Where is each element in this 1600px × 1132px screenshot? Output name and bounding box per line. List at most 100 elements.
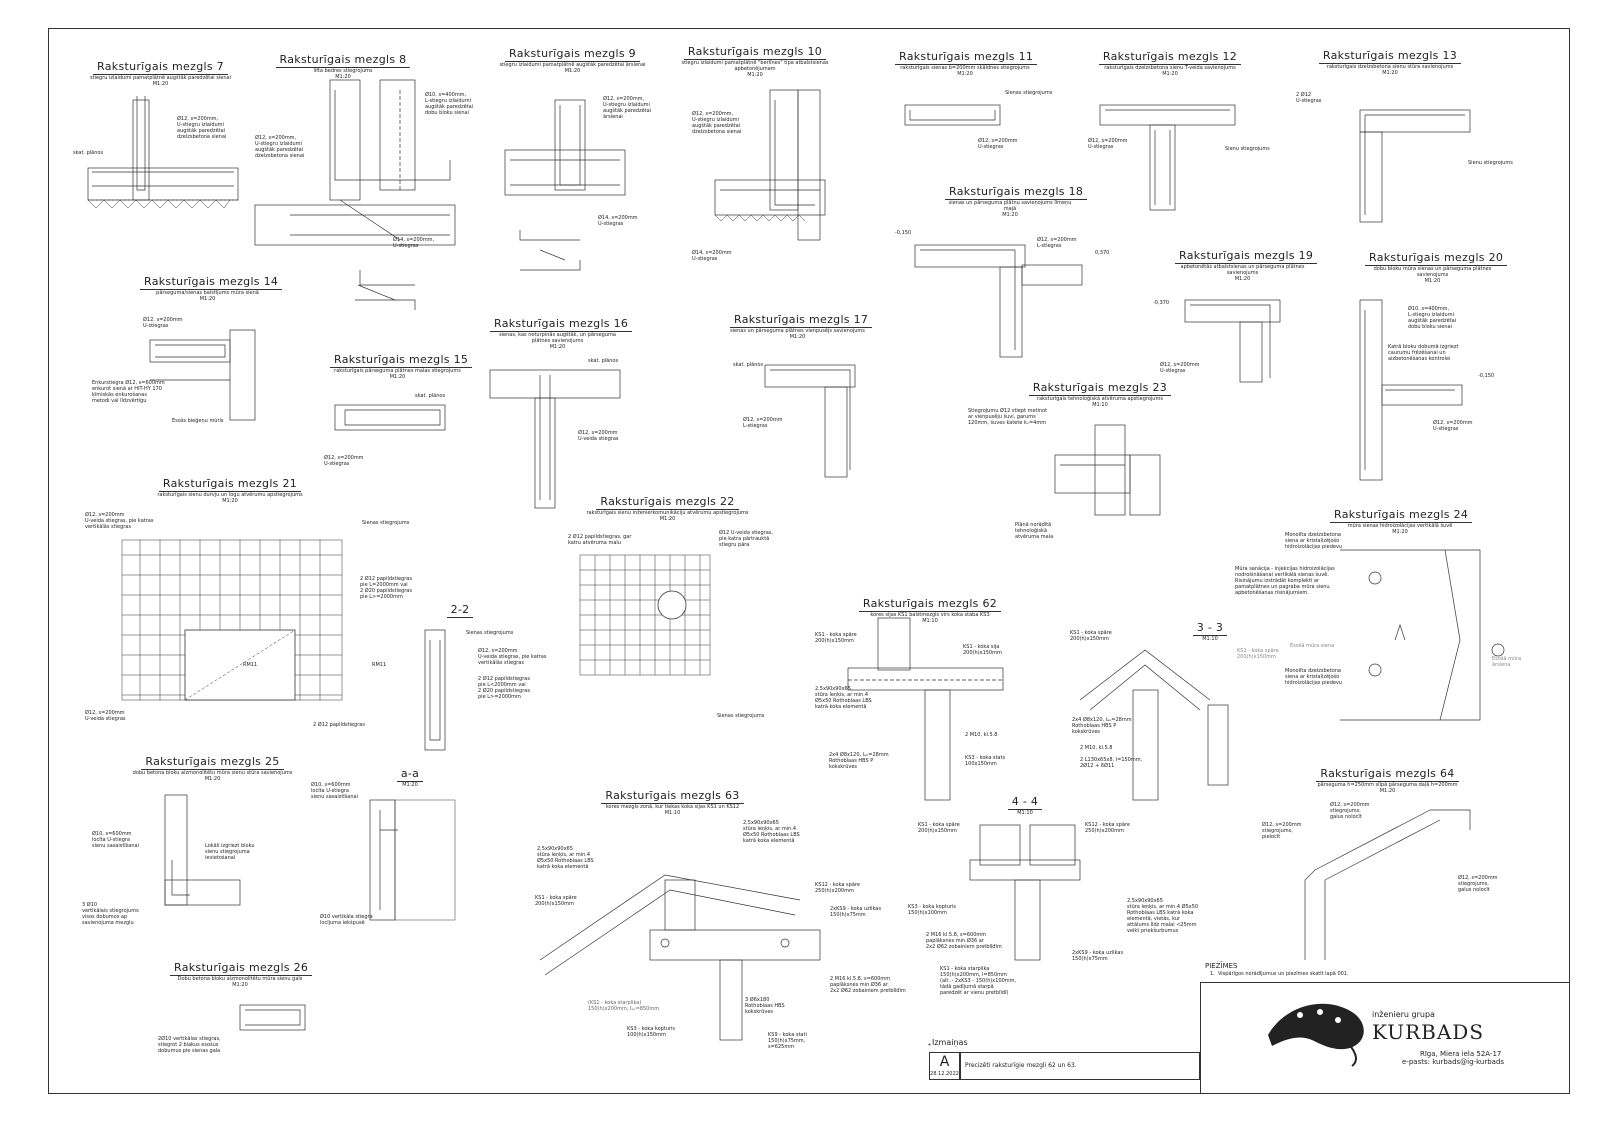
note-63-f: 2 M16 kl.5.8, s=600mm paplāksnes min.Ø36… <box>830 976 906 994</box>
note-33-d: 2 M10, kl.5.8 <box>1080 745 1113 751</box>
note-8-a: Ø12, s=200mm, U-stiegru izlaidumi augštā… <box>255 135 305 159</box>
note-16-b: skat. plānos <box>588 358 619 364</box>
note-25-b: Lokāli izgriezt bloku sienu stiegrojuma … <box>205 843 255 861</box>
detail-15-drawing <box>334 404 446 431</box>
note-14-a: Ø12, s=200mm U-stiegras <box>143 317 183 329</box>
note-21-a: Ø12, s=200mm U-veida stiegras, pie katra… <box>85 512 154 530</box>
detail-15-title: Raksturīgais mezgls 15 raksturīgais pārs… <box>330 348 473 380</box>
note-44-b: KS12 - koka spāre 250(h)x200mm <box>1085 822 1130 834</box>
note-14-b: Enkurstiegra Ø12, s=600mm enkurot sienā … <box>92 380 165 404</box>
note-20-c: Ø12, s=200mm U-stiegras <box>1433 420 1473 432</box>
note-13-b: Sienu stiegrojums <box>1468 160 1513 166</box>
detail-9-title: Raksturīgais mezgls 9 stiegru izlaidumi … <box>499 47 646 74</box>
note-63-d: KS1 - koka spāre 200(h)x150mm <box>535 895 577 907</box>
note-62-f: KS3 - koka stats 100x150mm <box>965 755 1006 767</box>
note-24-e: Monolīta dzelzsbetona siena ar kristaliz… <box>1285 668 1343 686</box>
revisions-heading: Izmaiņas <box>932 1038 968 1047</box>
note-63-e: 2xKS9 - koka uzlikas 150(h)x75mm <box>830 906 882 918</box>
detail-14-drawing <box>149 329 256 421</box>
note-12-b: Sienu stiegrojums <box>1225 146 1270 152</box>
company-title-block <box>1200 982 1570 1094</box>
note-44-e: 2xKS9 - koka uzlikas 150(h)x75mm <box>1072 950 1124 962</box>
detail-20-drawing <box>1359 299 1463 481</box>
detail-25-drawing <box>164 794 241 906</box>
detail-12-drawing <box>1099 104 1236 211</box>
section-2-2-title: 2-2 <box>440 598 480 618</box>
note-s22-c: 2 Ø12 papildstiegras pie L<2000mm vai 2 … <box>478 676 530 700</box>
note-63-c: KS12 - koka spāre 250(h)x200mm <box>815 882 860 894</box>
revision-date: 28.12.2022 <box>930 1071 959 1077</box>
detail-63-drawing <box>539 874 821 1041</box>
note-44-g: 2,5x90x90x65 stūra leņķis, ar min.4 Ø5x5… <box>1127 898 1199 934</box>
note-44-f: KS1 - koka starplika 150(h)x200mm, l=850… <box>940 966 1017 996</box>
note-21-e: 2 Ø12 papildstiegras <box>313 722 365 728</box>
note-15-b: skat. plānos <box>415 393 446 399</box>
detail-7-drawing <box>87 96 239 209</box>
note-7-a: Ø12, s=200mm, U-stiegru izlaidumi augštā… <box>177 116 227 140</box>
detail-26-drawing <box>239 1004 306 1031</box>
section-3-3-drawing <box>1079 649 1229 801</box>
detail-13-title: Raksturīgais mezgls 13 raksturīgais dzel… <box>1310 44 1470 76</box>
note-24-c: Esošā mūra siena <box>1290 643 1335 649</box>
company-tagline: inženieru grupa <box>1372 1010 1435 1019</box>
note-8-b: Ø10, s=400mm, L-stiegru izlaidumi augštā… <box>425 92 474 116</box>
level-mark-3: 0,370 <box>1095 250 1110 256</box>
note-44-a: KS1 - koka spāre 200(h)x150mm <box>918 822 960 834</box>
kurbads-logo-icon <box>1268 1003 1364 1067</box>
section-a-a-title: a-a M1:20 <box>390 762 430 788</box>
notes-heading: PIEZĪMES <box>1205 962 1238 970</box>
note-17-a: Ø12, s=200mm L-stiegras <box>743 417 783 429</box>
note-18-a: Ø12, s=200mm L-stiegras <box>1037 237 1077 249</box>
detail-16-drawing <box>489 369 621 509</box>
detail-21-drawing <box>121 539 343 701</box>
section-2-2-drawing <box>424 629 446 751</box>
company-name: KURBADS <box>1372 1020 1485 1044</box>
detail-8-title: Raksturīgais mezgls 8 lifta bedres stieg… <box>268 48 418 80</box>
detail-19-drawing <box>1184 299 1281 383</box>
level-mark-2: -0,370 <box>1153 300 1170 306</box>
detail-63-title: Raksturīgais mezgls 63 kores mezgls zonā… <box>585 784 760 816</box>
note-63-b: 2,5x90x90x65 stūra leņķis, ar min.4 Ø5x5… <box>743 820 800 844</box>
note-44-c: KS3 - koka kopturis 150(h)x100mm <box>908 904 956 916</box>
note-63-j: KS9 - koka stati 150(h)x75mm, s=625mm <box>768 1032 807 1050</box>
sheet-frame <box>48 28 1570 1094</box>
detail-13-drawing <box>1359 109 1471 223</box>
note-11-a: Sienas stiegrojums <box>1005 90 1053 96</box>
note-64-b: Ø12, s=200mm stiegrojums, pielocīt <box>1262 822 1302 840</box>
detail-22-title: Raksturīgais mezgls 22 raksturīgais sien… <box>586 495 749 522</box>
note-10-a: Ø12, s=200mm, U-stiegru izlaidumi augštā… <box>692 111 742 135</box>
detail-24-title: Raksturīgais mezgls 24 mūra sienas hidro… <box>1330 503 1473 535</box>
note-24-b: Mūra sanācija - injekcijas hidroizolācij… <box>1235 566 1335 596</box>
note-33-e: 2 L130x65x8, l=150mm, 2Ø12 + 6Ø11 <box>1080 757 1143 769</box>
section-a-a-drawing <box>369 799 456 921</box>
revision-text-cell: Precizēti raksturīgie mezgli 62 un 63. <box>960 1052 1200 1080</box>
note-22-c: Sienas stiegrojums <box>717 713 765 719</box>
detail-10-title: Raksturīgais mezgls 10 stiegru izlaidumi… <box>681 45 829 78</box>
note-21-c: 2 Ø12 papildstiegras pie L=2000mm vai 2 … <box>360 576 412 600</box>
note-22-a: 2 Ø12 papildstiegras, gar katru atvēruma… <box>568 534 632 546</box>
detail-21-title: Raksturīgais mezgls 21 raksturīgais sien… <box>157 477 303 504</box>
note-7-b: skat. plānos <box>73 150 104 156</box>
detail-64-title: Raksturīgais mezgls 64 pārseguma h=250mm… <box>1316 767 1459 794</box>
note-aa-2: Ø10 vertikāla stiegra locījuma iekšpusē <box>320 914 373 926</box>
note-21-d: Ø12, s=200mm U-veida stiegras <box>85 710 126 722</box>
detail-23-title: Raksturīgais mezgls 23 raksturīgais tehn… <box>1025 376 1175 408</box>
revision-letter-cell: A 28.12.2022 <box>929 1052 960 1080</box>
company-address: Rīga, Miera iela 52A-17 <box>1420 1050 1502 1058</box>
detail-22-drawing <box>579 554 711 676</box>
section-mark-rm11-b: RM11 <box>372 662 387 668</box>
detail-23-drawing <box>1054 424 1161 516</box>
note-17-b: skat. plānos <box>733 362 764 368</box>
note-23-b: Plānā norādītā tehnoloģiskā atvēruma mal… <box>1015 522 1054 540</box>
note-64-a: Ø12, s=200mm stiegrojums, galus nolocīt <box>1330 802 1370 820</box>
note-11-b: Ø12, s=200mm U-stiegras <box>978 138 1018 150</box>
note-13-a: 2 Ø12 U-stiegras <box>1296 92 1322 104</box>
note-16-a: Ø12, s=200mm U-veida stiegras <box>578 430 619 442</box>
revision-letter: A <box>939 1054 950 1070</box>
note-25-a: Ø10, s=600mm locīta U-stiegra sienu sasa… <box>92 831 139 849</box>
detail-20-title: Raksturīgais mezgls 20 dobu bloku mūra s… <box>1365 246 1508 284</box>
detail-18-drawing <box>914 244 1083 358</box>
note-14-c: Esošs bieģeņu mūris <box>172 418 224 424</box>
